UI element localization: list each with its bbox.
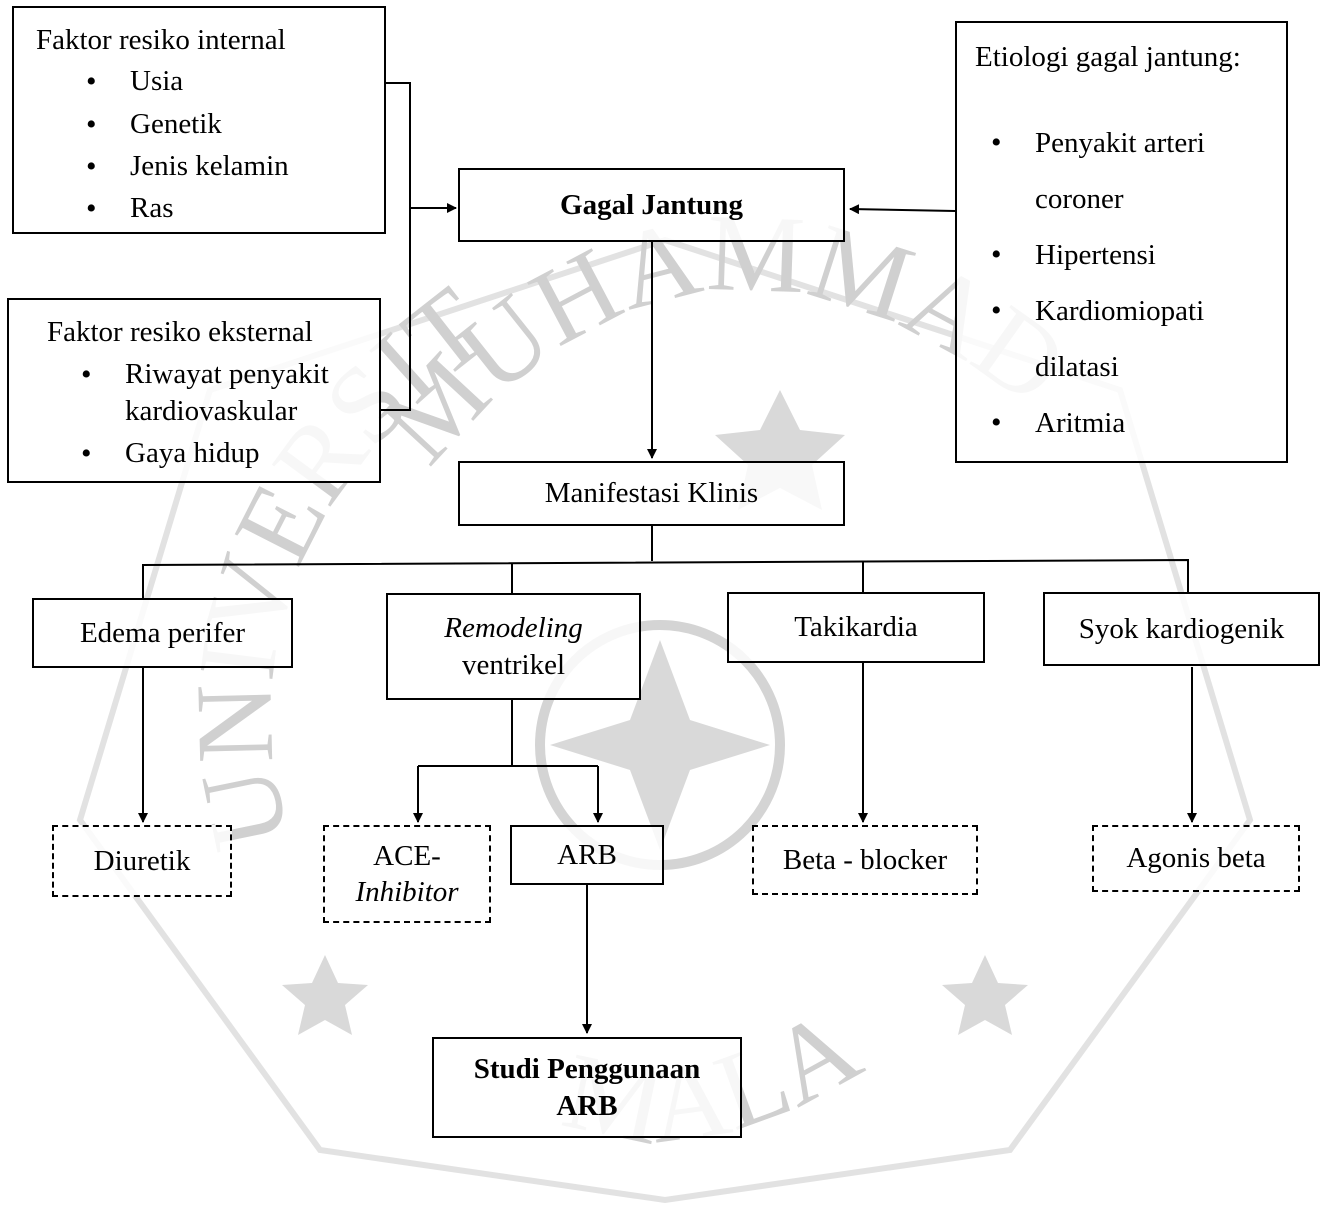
clinical-manifestation-label: Manifestasi Klinis — [544, 477, 759, 510]
internal-risk-box: Faktor resiko internal Usia Genetik Jeni… — [12, 6, 386, 234]
beta-agonist-label: Agonis beta — [1126, 842, 1266, 875]
etiology-item: Aritmia — [991, 395, 1272, 451]
internal-risk-title: Faktor resiko internal — [36, 24, 286, 56]
internal-risk-item: Ras — [86, 190, 384, 228]
heart-failure-label: Gagal Jantung — [560, 188, 743, 221]
beta-agonist-box: Agonis beta — [1092, 825, 1300, 892]
external-risk-title: Faktor resiko eksternal — [47, 316, 313, 348]
internal-risk-list: Usia Genetik Jenis kelamin Ras — [86, 63, 384, 228]
remodeling-label-rest: ventrikel — [461, 648, 566, 681]
shock-box: Syok kardiogenik — [1043, 592, 1320, 666]
beta-blocker-box: Beta - blocker — [752, 825, 978, 895]
etiology-item: Penyakit arteri coroner — [991, 115, 1265, 227]
internal-risk-item: Usia — [86, 63, 384, 101]
tachycardia-label: Takikardia — [794, 611, 918, 644]
internal-risk-item: Genetik — [86, 106, 384, 144]
etiology-title: Etiologi gagal jantung: — [975, 41, 1241, 73]
external-risk-item: Riwayat penyakit kardiovaskular — [81, 356, 365, 429]
remodeling-box: Remodeling ventrikel — [386, 593, 641, 700]
clinical-manifestation-box: Manifestasi Klinis — [458, 461, 845, 526]
etiology-item: Kardiomiopati dilatasi — [991, 283, 1235, 395]
diuretic-label: Diuretik — [93, 844, 191, 877]
etiology-list: Penyakit arteri coroner Hipertensi Kardi… — [991, 115, 1272, 451]
shock-label: Syok kardiogenik — [1078, 612, 1285, 645]
study-label-line2: ARB — [556, 1089, 618, 1122]
study-label-line1: Studi Penggunaan — [473, 1053, 701, 1086]
edema-label: Edema perifer — [79, 616, 246, 649]
arb-label: ARB — [557, 838, 617, 871]
edema-box: Edema perifer — [32, 598, 293, 668]
study-box: Studi Penggunaan ARB — [432, 1037, 742, 1138]
ace-inhibitor-box: ACE- Inhibitor — [323, 825, 491, 923]
etiology-item: Hipertensi — [991, 227, 1272, 283]
internal-risk-item: Jenis kelamin — [86, 148, 384, 186]
external-risk-box: Faktor resiko eksternal Riwayat penyakit… — [7, 298, 381, 483]
beta-blocker-label: Beta - blocker — [782, 843, 948, 876]
ace-label-line1: ACE- — [373, 839, 441, 872]
tachycardia-box: Takikardia — [727, 592, 985, 663]
arb-box: ARB — [510, 825, 664, 885]
external-risk-item: Gaya hidup — [81, 435, 365, 473]
diuretic-box: Diuretik — [52, 825, 232, 897]
ace-label-line2: Inhibitor — [355, 876, 459, 908]
heart-failure-box: Gagal Jantung — [458, 168, 845, 242]
external-risk-list: Riwayat penyakit kardiovaskular Gaya hid… — [81, 356, 365, 473]
etiology-box: Etiologi gagal jantung: Penyakit arteri … — [955, 21, 1288, 463]
remodeling-label-italic: Remodeling — [444, 612, 583, 645]
